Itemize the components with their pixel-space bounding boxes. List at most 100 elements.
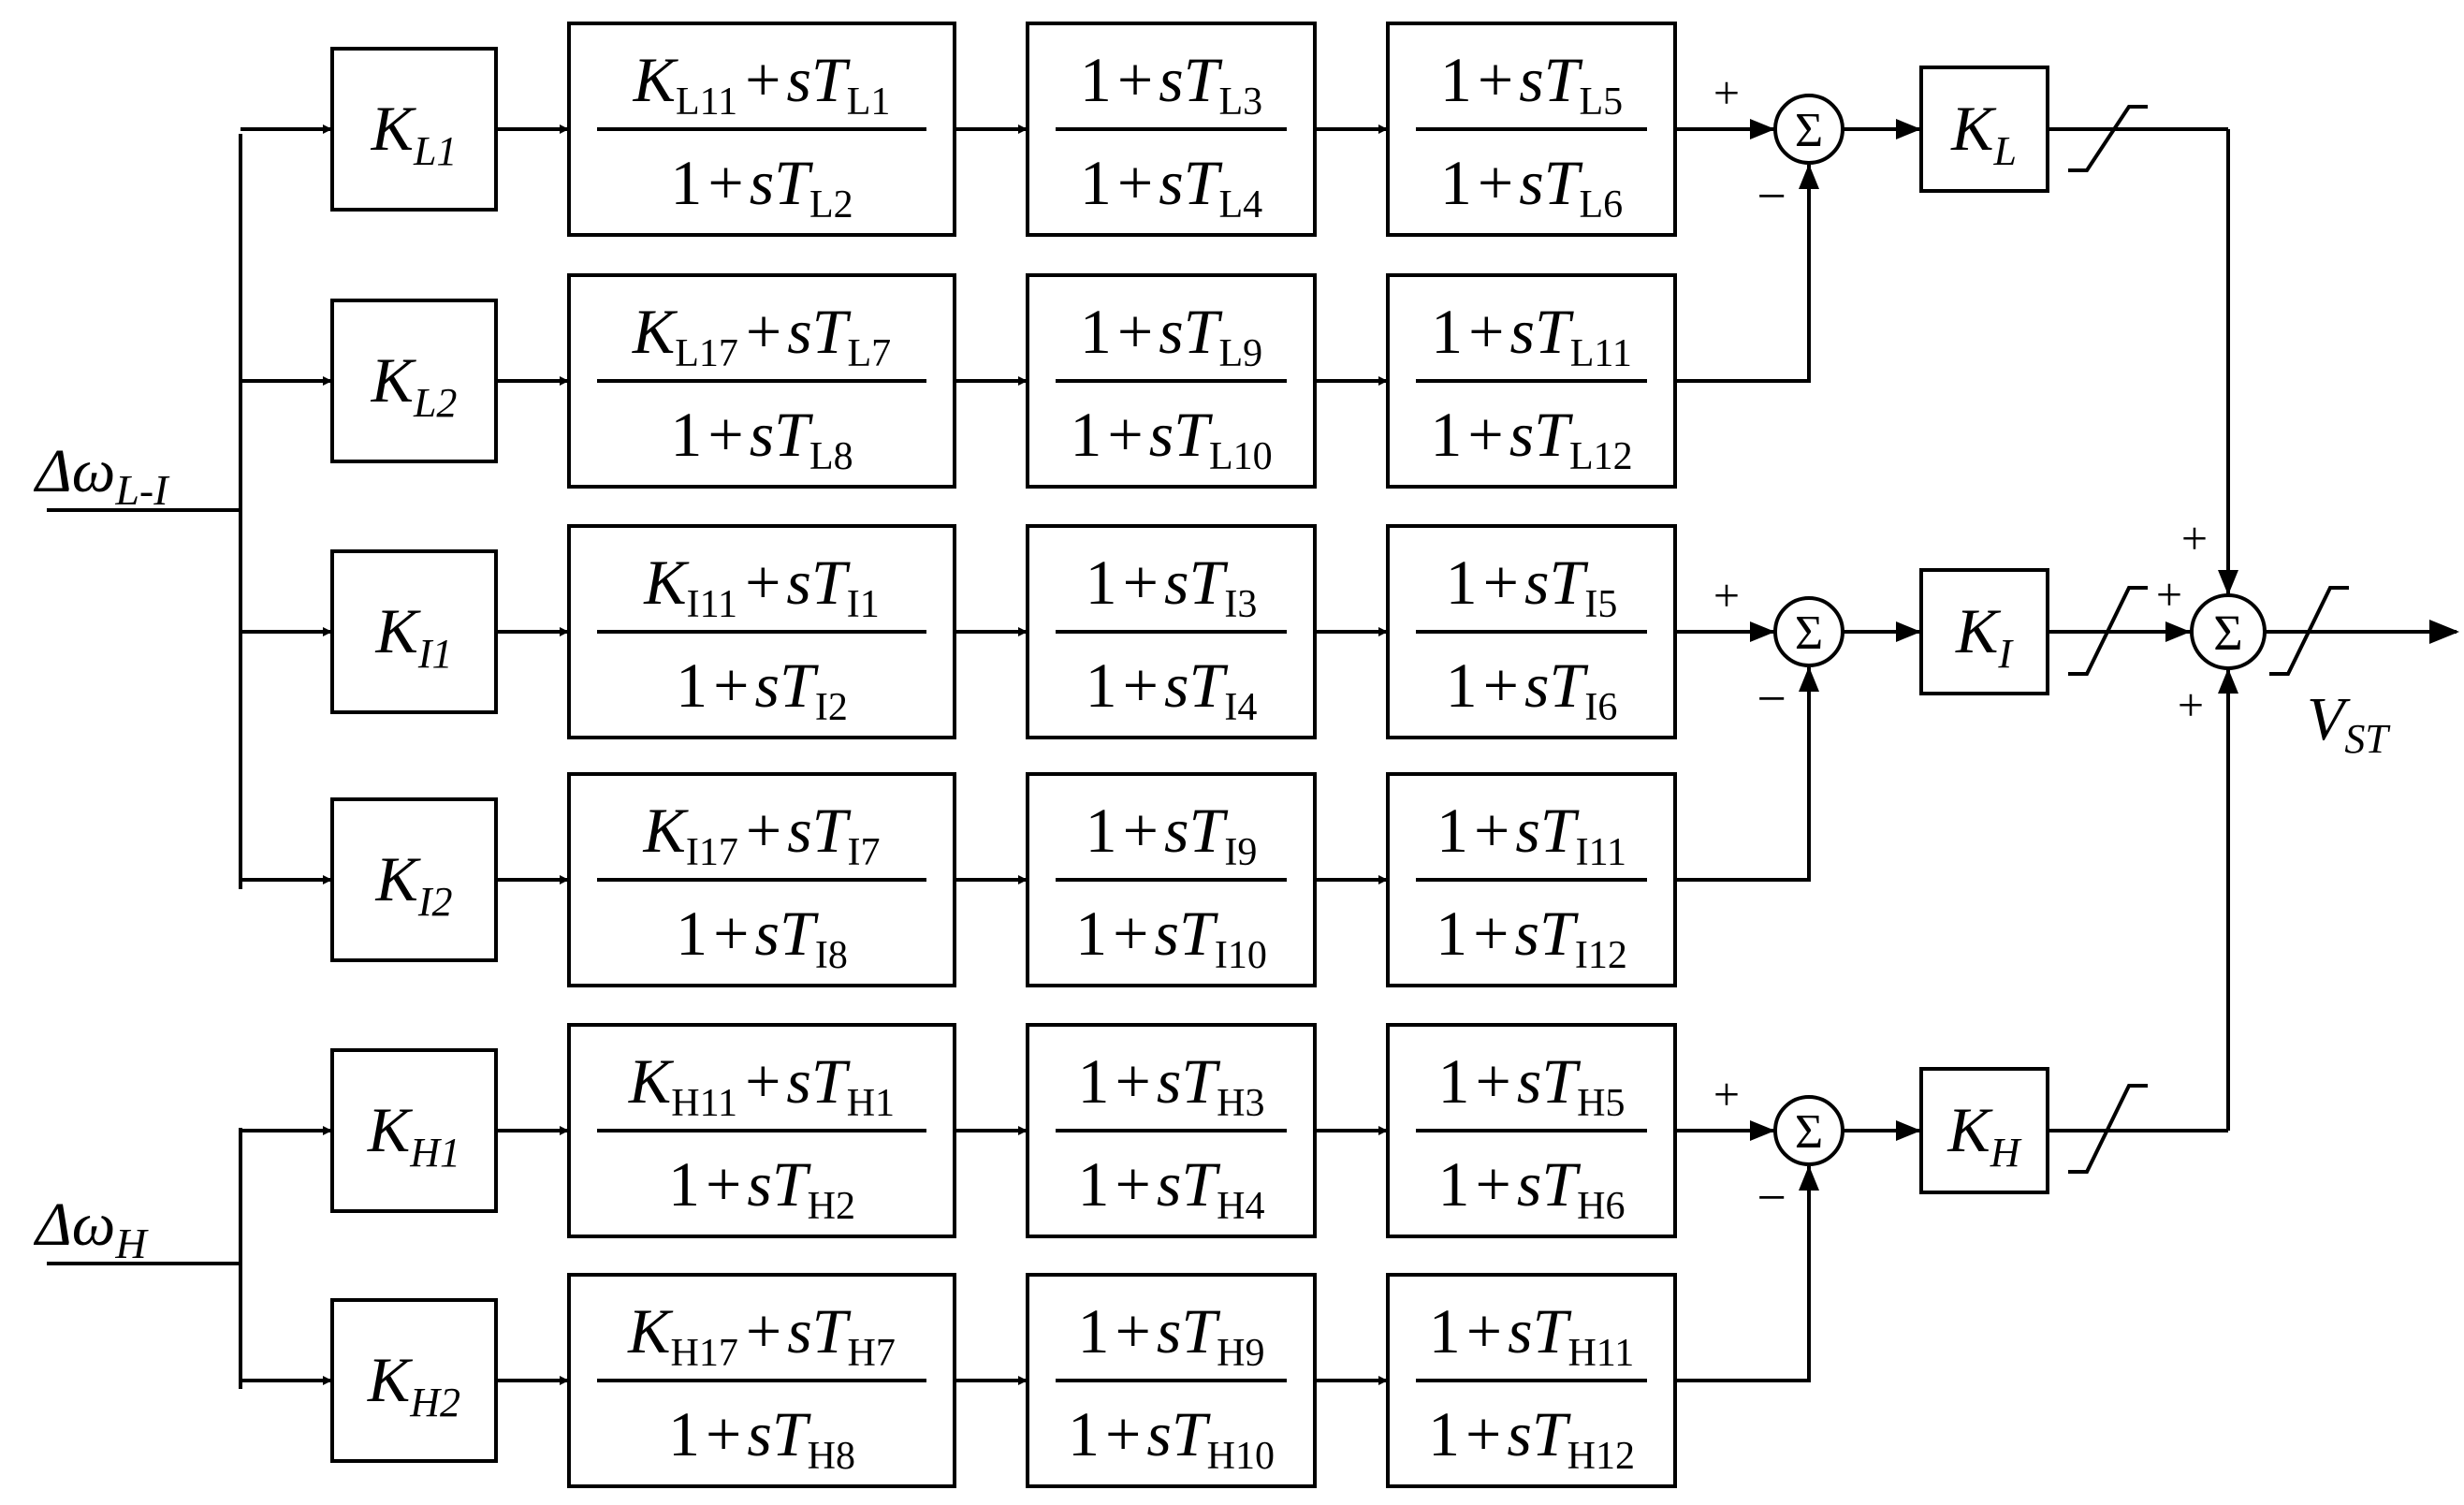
denominator-part: s <box>1515 898 1539 969</box>
sum-circle <box>1773 596 1844 667</box>
denominator-part: 1 <box>676 650 707 721</box>
numerator-part: K <box>632 296 678 367</box>
plus-sign: + <box>1713 1068 1740 1120</box>
numerator-part: 1 <box>1078 1045 1110 1117</box>
gain-block <box>330 299 498 463</box>
denominator-part: T <box>774 399 813 470</box>
numerator-part: s <box>1519 44 1543 115</box>
numerator-part: T <box>1550 547 1589 618</box>
denominator-part: 1 <box>670 147 702 218</box>
denominator-part: 1 <box>1430 399 1462 470</box>
numerator-part: + <box>746 1295 781 1366</box>
denominator-part: H4 <box>1217 1185 1264 1228</box>
numerator-part: T <box>1181 1295 1220 1366</box>
denominator-part: T <box>1189 650 1229 721</box>
numerator-part: T <box>812 795 852 866</box>
denominator-part: T <box>774 147 813 218</box>
arrowhead <box>1896 119 1921 139</box>
numerator-part: H11 <box>1567 1332 1634 1375</box>
gain-label-part: H1 <box>409 1130 460 1176</box>
numerator-part: L11 <box>1570 332 1632 375</box>
band-gain-frame <box>1919 568 2049 695</box>
denominator-part: + <box>1473 898 1509 969</box>
band-gain-label: KI <box>1955 595 2014 677</box>
numerator-part: T <box>1541 1045 1581 1117</box>
band-gain-high: KH <box>1919 1067 2049 1194</box>
denominator: 1+sTI2 <box>676 650 848 729</box>
gain-block <box>330 1298 498 1463</box>
denominator: 1+sTL12 <box>1430 399 1632 478</box>
denominator-part: T <box>1534 399 1573 470</box>
numerator-part: K <box>642 795 689 866</box>
numerator-part: H17 <box>671 1332 738 1375</box>
gain-label-part: K <box>367 1094 414 1165</box>
numerator: 1+sTI5 <box>1446 547 1618 626</box>
denominator: 1+sTI12 <box>1436 898 1627 977</box>
denominator-part: + <box>1483 650 1519 721</box>
denominator-part: s <box>1164 650 1188 721</box>
numerator-part: s <box>1515 795 1539 866</box>
numerator-part: K <box>643 547 690 618</box>
band-gain-frame <box>1919 1067 2049 1194</box>
plus-sign-bottom-part: + <box>2178 679 2204 731</box>
signal-row: KH1KH11+sTH11+sTH21+sTH31+sTH41+sTH51+sT… <box>330 1023 1677 1238</box>
sigma-symbol-part: Σ <box>1795 606 1823 660</box>
plus-sign-left: + <box>2156 568 2182 621</box>
gain-label: KL1 <box>371 93 458 174</box>
numerator-part: T <box>1533 1295 1572 1366</box>
plus-sign: + <box>1713 569 1740 621</box>
numerator-part: + <box>1466 1295 1502 1366</box>
output-label-part: ST <box>2344 716 2391 762</box>
arrowhead <box>1750 1120 1775 1141</box>
denominator-part: L6 <box>1580 183 1624 226</box>
denominator: 1+sTH12 <box>1428 1398 1635 1478</box>
denominator-part: + <box>707 399 743 470</box>
denominator-part: 1 <box>676 898 707 969</box>
sigma-symbol-part: Σ <box>1795 104 1823 157</box>
numerator-part: s <box>1524 547 1549 618</box>
numerator-part: s <box>1509 296 1534 367</box>
numerator-part: I9 <box>1224 831 1257 874</box>
numerator: 1+sTI9 <box>1086 795 1258 874</box>
numerator: KH17+sTH7 <box>627 1295 896 1375</box>
numerator-part: 1 <box>1446 547 1478 618</box>
numerator-part: H5 <box>1577 1082 1625 1125</box>
denominator-part: L10 <box>1209 435 1273 478</box>
numerator-part: T <box>1189 547 1229 618</box>
gain-block <box>330 549 498 714</box>
gain-label-part: K <box>374 595 421 666</box>
row2-to-sum-l <box>1675 165 1811 383</box>
arrowhead <box>2429 620 2459 644</box>
denominator-part: L4 <box>1219 183 1263 226</box>
denominator-part: I10 <box>1215 934 1267 977</box>
denominator-part: + <box>1476 1148 1511 1220</box>
numerator-part: T <box>1540 795 1580 866</box>
denominator-part: T <box>1544 147 1583 218</box>
denominator-part: s <box>1146 1398 1171 1469</box>
limiter-output <box>2269 586 2349 676</box>
numerator-part: T <box>1181 1045 1220 1117</box>
denominator-part: 1 <box>1068 1398 1100 1469</box>
denominator-part: + <box>707 147 743 218</box>
denominator-part: s <box>1155 898 1179 969</box>
denominator-part: H10 <box>1207 1435 1275 1478</box>
denominator-part: + <box>1478 147 1513 218</box>
plus-sign-left-part: + <box>2156 568 2182 621</box>
denominator-part: s <box>1524 650 1549 721</box>
denominator-part: + <box>1113 898 1148 969</box>
plus-sign-bottom: + <box>2178 679 2204 731</box>
denominator-part: 1 <box>1446 650 1478 721</box>
numerator-part: T <box>812 1295 852 1366</box>
numerator-part: T <box>1184 44 1223 115</box>
band-gain-label-part: K <box>1955 595 2002 666</box>
numerator-part: T <box>812 296 852 367</box>
denominator-part: T <box>1541 1148 1581 1220</box>
sigma-symbol: Σ <box>2213 605 2242 661</box>
denominator-part: 1 <box>1078 1148 1110 1220</box>
denominator-part: T <box>772 1148 811 1220</box>
sigma-symbol-part: Σ <box>2213 605 2242 661</box>
